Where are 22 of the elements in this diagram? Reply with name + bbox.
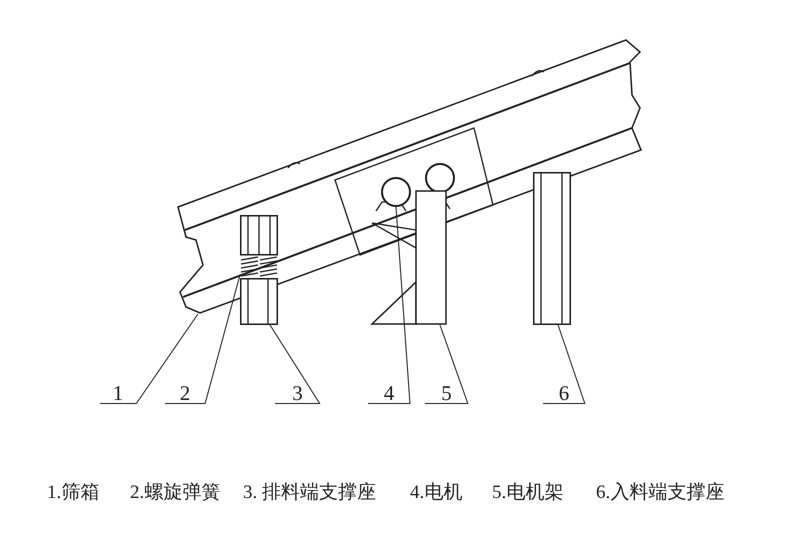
coil-spring (240, 215, 278, 278)
leader-line (204, 274, 240, 404)
callout-number: 6 (543, 383, 585, 404)
leader-line (396, 206, 410, 404)
part-caption: 5.电机架 (492, 481, 564, 505)
part-caption: 1.筛箱 (47, 481, 100, 505)
callout-number: 2 (165, 383, 205, 404)
support-base (240, 278, 278, 325)
leader-line (558, 324, 586, 404)
callout-number: 1 (100, 383, 136, 404)
leader-line (440, 324, 468, 404)
part-caption: 4.电机 (410, 481, 462, 505)
callout-number: 4 (368, 383, 410, 404)
part-caption: 6.入料端支撑座 (596, 481, 724, 505)
part-caption: 3. 排料端支撑座 (243, 481, 376, 505)
support-column (533, 172, 571, 325)
leader-line (136, 314, 198, 404)
leader-line (270, 324, 320, 404)
callout-number: 3 (275, 383, 320, 404)
callout-number: 5 (425, 383, 468, 404)
part-caption: 2.螺旋弹簧 (130, 481, 220, 505)
motor-frame (370, 190, 450, 325)
